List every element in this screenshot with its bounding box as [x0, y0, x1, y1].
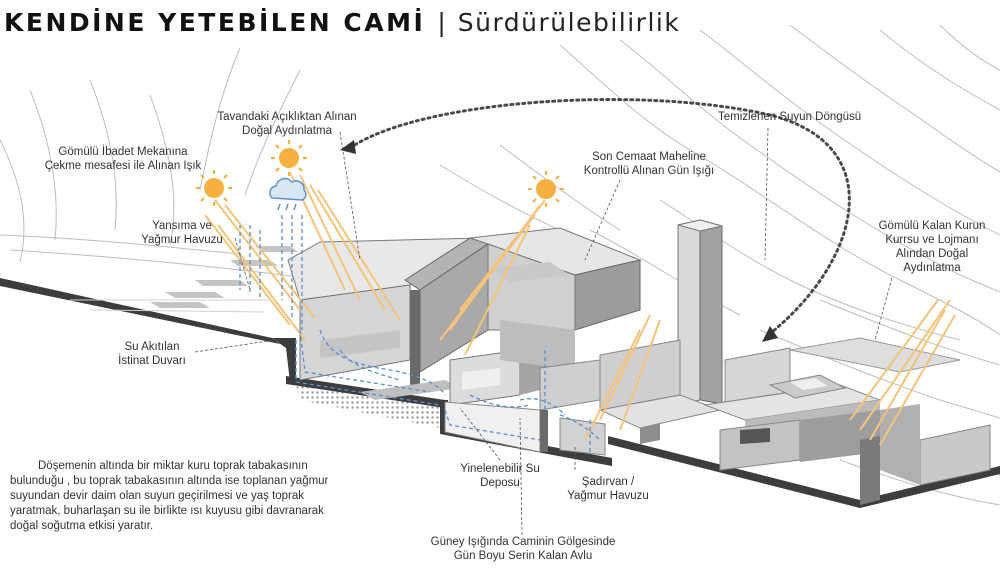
sun-icon: [196, 170, 232, 206]
sun-icon: [528, 171, 564, 207]
label-line: Son Cemaat Maheline: [592, 151, 706, 163]
label-line: Aydınlatma: [903, 262, 961, 274]
label-buried-worship-light: Gömülü İbadet Mekanına Çekme mesafesi il…: [34, 145, 212, 173]
label-line: Gün Boyu Serin Kalan Avlu: [453, 550, 593, 562]
label-line: Çekme mesafesi ile Alınan Işık: [44, 160, 202, 172]
light-rays: [204, 171, 956, 446]
label-fountain-pool: Şadırvan / Yağmur Havuzu: [550, 475, 666, 503]
label-line: Alından Doğal: [895, 248, 969, 260]
label-line: Kontrollü Alınan Gün Işığı: [583, 165, 715, 177]
title-subtitle: Sürdürülebilirlik: [457, 7, 681, 37]
label-line: Tavandaki Açıklıktan Alınan: [217, 111, 357, 123]
minaret: [677, 219, 723, 406]
label-line: Temizlenen Suyun Döngüsü: [718, 111, 862, 123]
label-line: Deposu: [480, 477, 520, 489]
label-line: Şadırvan /: [581, 476, 635, 488]
label-skylight-daylight: Tavandaki Açıklıktan Alınan Doğal Aydınl…: [206, 110, 368, 138]
label-water-cycle: Temizlenen Suyun Döngüsü: [718, 110, 861, 124]
label-line: Kurrsu ve Lojmanı: [885, 234, 979, 246]
label-line: Güney Işığında Caminin Gölgesinde: [430, 536, 616, 548]
label-buried-course-light: Gömülü Kalan Kurun Kurrsu ve Lojmanı Alı…: [868, 219, 996, 275]
rain-cloud-icon: [269, 177, 307, 211]
label-reflection-pool: Yansıma ve Yağmur Havuzu: [126, 219, 238, 247]
leader-lines: [194, 127, 893, 536]
label-line: Gömülü İbadet Mekanına: [58, 146, 188, 158]
water-flow: [239, 215, 601, 455]
cycle-arrow-icon: [348, 98, 851, 334]
title-separator: |: [437, 7, 446, 37]
sun-icon: [271, 140, 307, 176]
label-line: Yağmur Havuzu: [141, 234, 223, 246]
cycle-arrowhead-left: [340, 140, 356, 154]
right-wing: [598, 337, 991, 505]
page-title: KENDİNE YETEBİLEN CAMİ | Sürdürülebilirl…: [4, 2, 680, 42]
cooling-description: Döşemenin altında bir miktar kuru toprak…: [10, 460, 329, 532]
label-line: Yağmur Havuzu: [567, 490, 649, 502]
cycle-arrowhead-right: [762, 326, 778, 342]
label-line: Gömülü Kalan Kurun: [878, 220, 986, 232]
label-cool-courtyard: Güney Işığında Caminin Gölgesinde Gün Bo…: [408, 535, 638, 563]
label-retaining-wall: Su Akıtılan İstinat Duvarı: [106, 340, 198, 368]
mosque-building: [287, 227, 642, 456]
label-line: Su Akıtılan: [124, 341, 180, 353]
label-line: Yinelenebilir Su: [460, 463, 540, 475]
label-last-congregation-light: Son Cemaat Maheline Kontrollü Alınan Gün…: [566, 150, 732, 178]
label-line: Yansıma ve: [152, 220, 212, 232]
label-line: Doğal Aydınlatma: [242, 125, 332, 137]
label-renewable-tank: Yinelenebilir Su Deposu: [448, 462, 552, 490]
label-line: İstinat Duvarı: [118, 355, 186, 367]
title-main: KENDİNE YETEBİLEN CAMİ: [4, 7, 426, 37]
